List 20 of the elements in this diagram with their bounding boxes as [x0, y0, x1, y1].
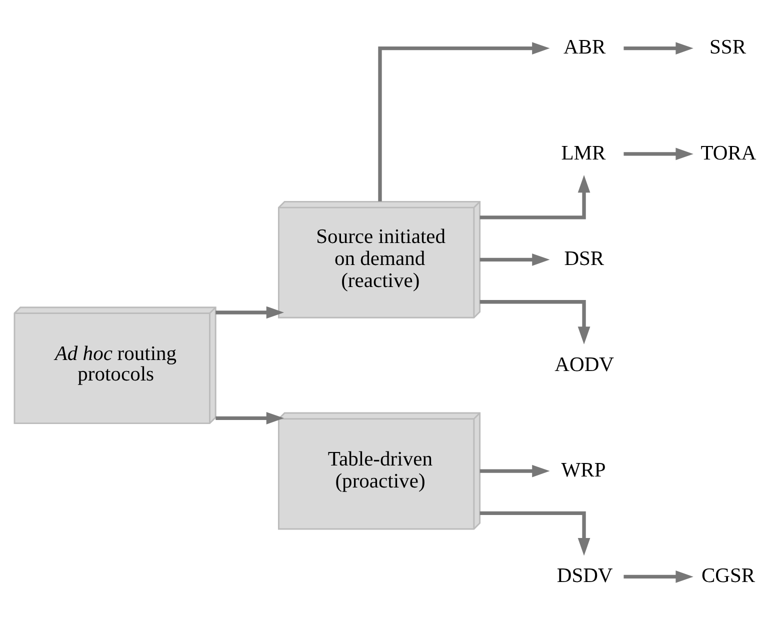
arrow	[624, 42, 694, 54]
arrow	[480, 300, 590, 344]
node-text: CGSR	[701, 565, 756, 588]
node-text: SSR	[710, 36, 746, 59]
arrow	[480, 174, 590, 220]
arrow	[624, 148, 694, 160]
arrow	[480, 253, 550, 266]
node-text: AODV	[554, 354, 614, 376]
arrow	[480, 464, 550, 478]
node-text: WRP	[561, 459, 606, 482]
node-text: DSDV	[556, 565, 613, 588]
arrow	[216, 412, 284, 424]
arrow	[624, 570, 694, 583]
node-text: LMR	[561, 142, 606, 164]
node-text: DSR	[564, 248, 604, 270]
arrow	[378, 42, 550, 202]
node-text: ABR	[563, 36, 606, 59]
arrow	[216, 306, 284, 319]
arrow	[480, 511, 590, 556]
node-text: TORA	[700, 142, 756, 164]
